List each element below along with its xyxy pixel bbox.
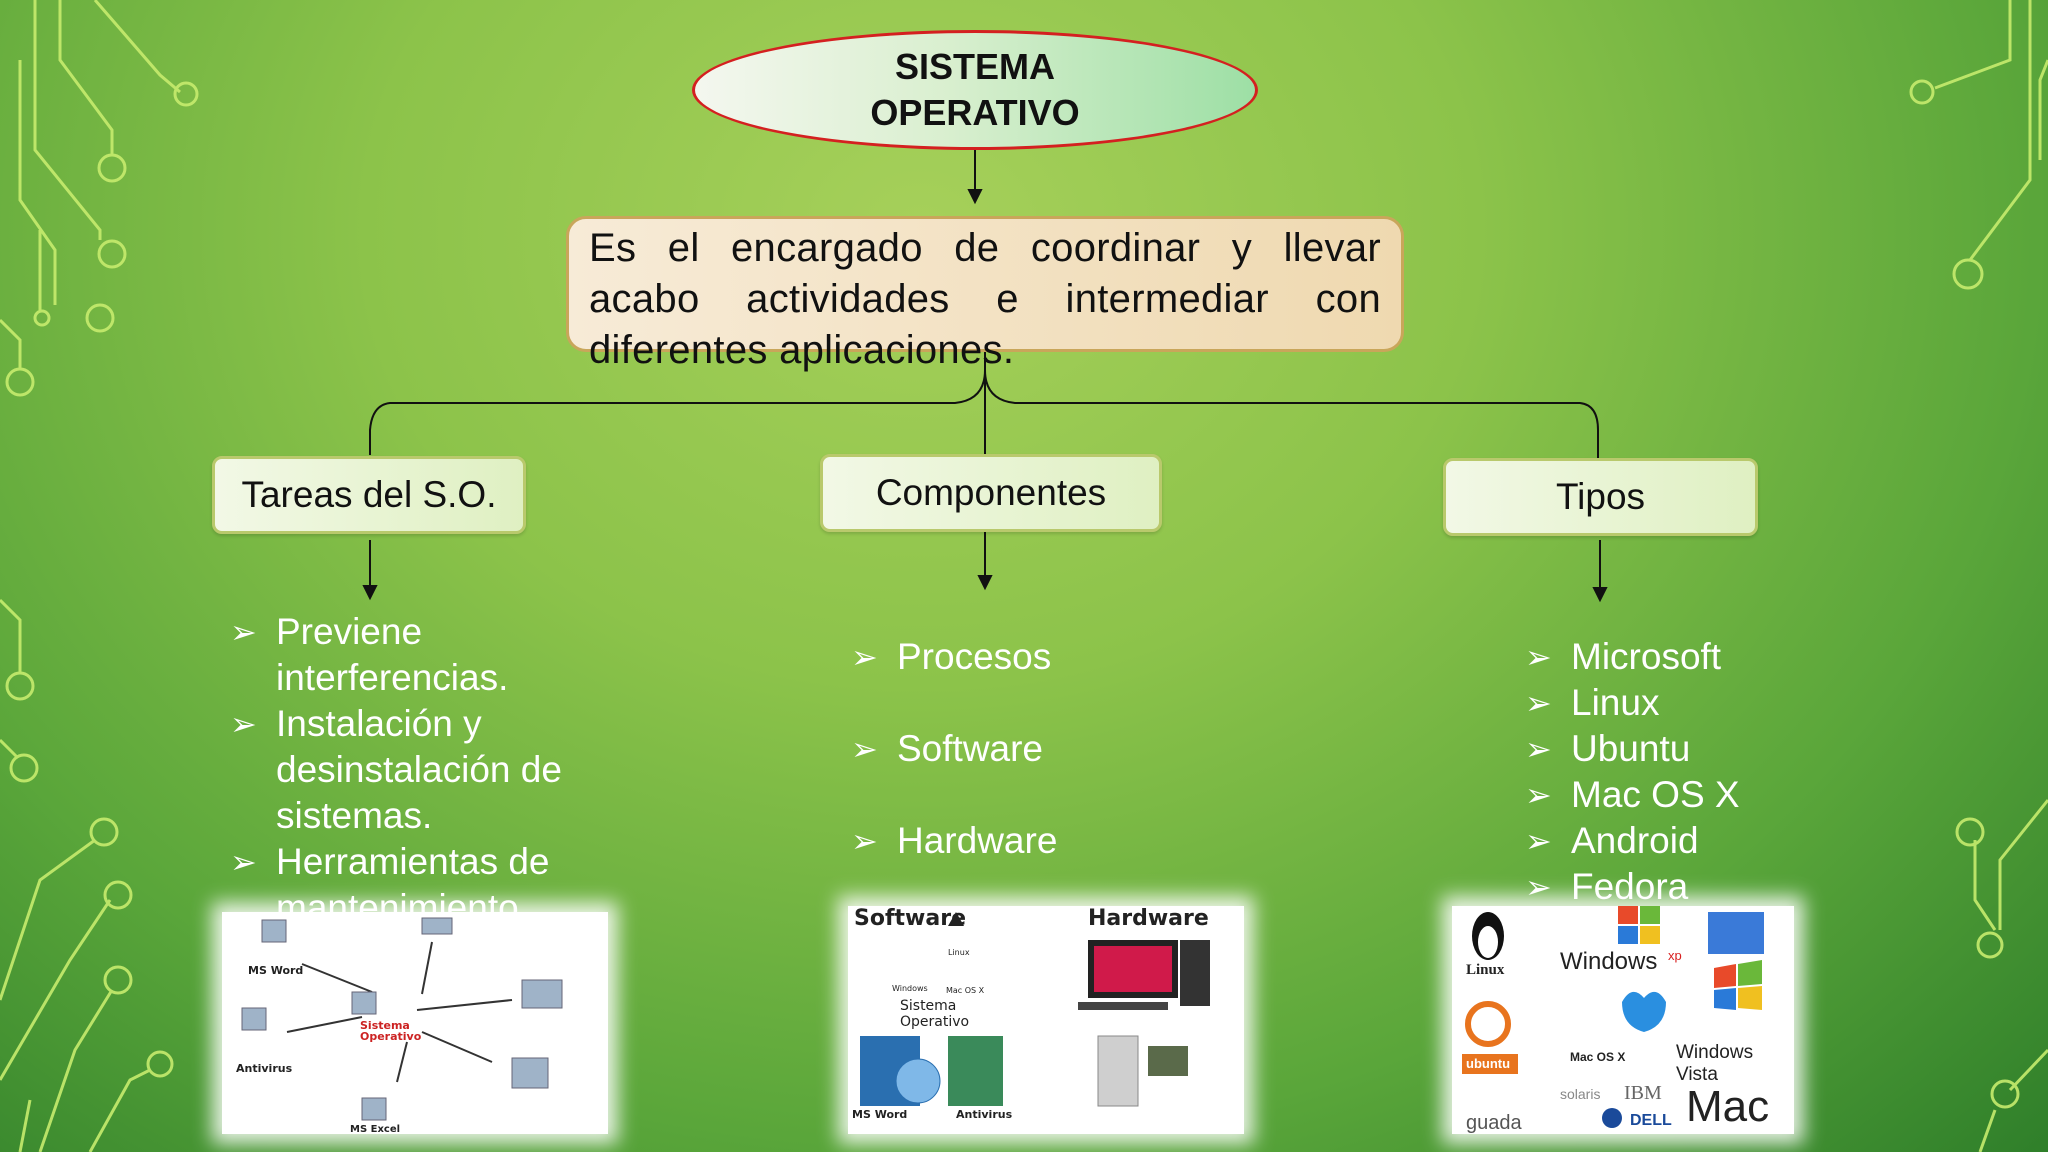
list-item: ➢Previene interferencias. [230, 611, 509, 698]
tasks-list: ➢Previene interferencias. ➢Instalación y… [230, 609, 610, 931]
arrow-bullet-icon: ➢ [1525, 639, 1552, 675]
list-item: ➢Fedora [1525, 864, 1825, 910]
arrow-bullet-icon: ➢ [1525, 869, 1552, 905]
list-item: ➢Procesos [851, 634, 1151, 680]
list-item: ➢Microsoft [1525, 634, 1825, 680]
os-logos-image: Linux Windows xp ubuntu Mac OS X Windows… [1452, 906, 1794, 1134]
arrow-bullet-icon: ➢ [851, 823, 878, 859]
image-label: Sistema Operativo [900, 998, 970, 1030]
image-label: MS Word [248, 964, 304, 977]
image-label: Windows [892, 984, 928, 993]
network-diagram-graphic [241, 917, 563, 1121]
image-label: Sistema Operativo [360, 1019, 422, 1043]
category-label: Tareas del S.O. [241, 474, 497, 515]
image-label: Antivirus [956, 1108, 1013, 1121]
list-item: ➢Hardware [851, 818, 1151, 864]
arrow-bullet-icon: ➢ [1525, 823, 1552, 859]
components-list: ➢Procesos ➢Software ➢Hardware [851, 634, 1151, 910]
tasks-network-image: MS Word Sistema Operativo Antivirus MS E… [222, 912, 608, 1134]
image-heading: Software [854, 906, 966, 931]
arrow-bullet-icon: ➢ [230, 614, 257, 650]
category-box-tipos: Tipos [1443, 458, 1758, 536]
image-label: Antivirus [236, 1062, 293, 1075]
list-item: ➢Mac OS X [1525, 772, 1825, 818]
category-label: Componentes [875, 472, 1107, 513]
computer-graphic [860, 912, 1210, 1107]
software-hardware-image: Software Hardware Sistema Operativo MS W… [848, 906, 1244, 1134]
arrow-bullet-icon: ➢ [1525, 731, 1552, 767]
diagram-title: SISTEMA OPERATIVO [692, 30, 1258, 150]
list-item: ➢Ubuntu [1525, 726, 1825, 772]
types-list: ➢Microsoft ➢Linux ➢Ubuntu ➢Mac OS X ➢And… [1525, 634, 1825, 910]
os-label-solaris: solaris [1560, 1086, 1601, 1102]
category-label: Tipos [1555, 476, 1646, 517]
os-label-ibm: IBM [1624, 1082, 1662, 1104]
list-item: ➢Software [851, 726, 1151, 772]
category-box-componentes: Componentes [820, 454, 1162, 532]
os-label-linux: Linux [1466, 962, 1505, 978]
arrow-bullet-icon: ➢ [851, 731, 878, 767]
list-item: ➢Android [1525, 818, 1825, 864]
os-label-windows: Windows [1560, 948, 1658, 975]
image-heading: Hardware [1088, 906, 1209, 931]
os-label-guada: guada [1466, 1112, 1522, 1134]
os-label-ubuntu: ubuntu [1466, 1056, 1511, 1071]
arrow-bullet-icon: ➢ [1525, 685, 1552, 721]
image-label: Mac OS X [946, 986, 985, 995]
image-label: MS Excel [350, 1124, 401, 1134]
os-label-windows-vista: Windows Vista [1676, 1042, 1754, 1085]
category-box-tareas: Tareas del S.O. [212, 456, 526, 534]
list-item: ➢Instalación y desinstalación de sistema… [230, 703, 562, 836]
definition-box: Es el encargado de coordinar y llevar ac… [566, 216, 1404, 372]
arrow-bullet-icon: ➢ [230, 844, 257, 880]
arrow-bullet-icon: ➢ [1525, 777, 1552, 813]
os-label-xp: xp [1668, 948, 1682, 963]
list-item: ➢Linux [1525, 680, 1825, 726]
os-label-mac: Mac [1686, 1082, 1770, 1131]
arrow-bullet-icon: ➢ [851, 639, 878, 675]
os-label-dell: DELL [1630, 1112, 1672, 1129]
image-label: Linux [948, 948, 970, 957]
os-label-macosx: Mac OS X [1570, 1050, 1626, 1064]
image-label: MS Word [852, 1108, 908, 1121]
os-logos-graphic [1462, 906, 1764, 1128]
arrow-bullet-icon: ➢ [230, 706, 257, 742]
